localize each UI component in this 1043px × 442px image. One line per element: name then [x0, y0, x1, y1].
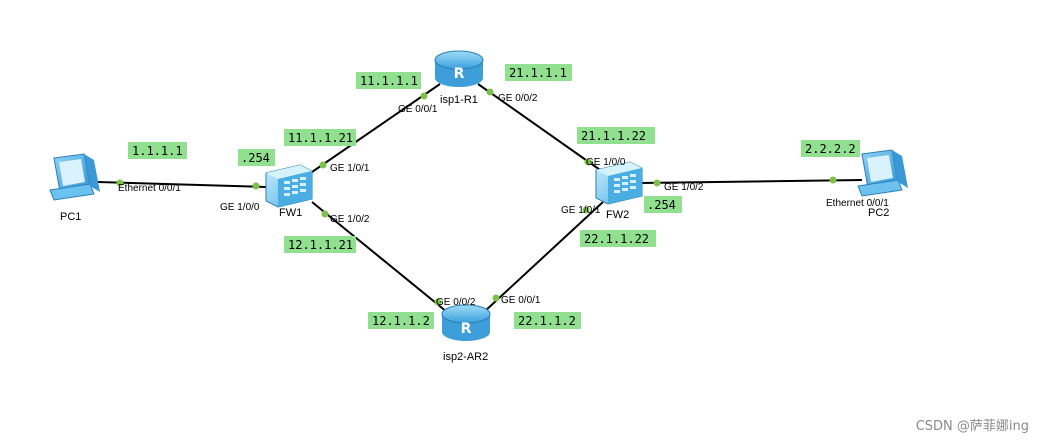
port-dot: [252, 182, 260, 190]
firewall-icon: [595, 161, 643, 205]
svg-text:R: R: [461, 321, 472, 337]
ip-label-pc1: 1.1.1.1: [132, 144, 183, 158]
ip-label-ar2-fw1: 12.1.1.2: [372, 314, 430, 328]
ip-label-fw2-isp1: 21.1.1.22: [581, 129, 646, 143]
ip-labels: 1.1.1.1 .254 11.1.1.21 11.1.1.1 21.1.1.1…: [128, 64, 860, 329]
ip-label-bg: [580, 230, 656, 247]
pc-icon: [49, 153, 100, 201]
link-fw1-isp1: [311, 83, 441, 173]
pc2-label: PC2: [868, 207, 889, 219]
port-dots: [116, 88, 837, 306]
port-label-pc2-eth: Ethernet 0/0/1: [826, 198, 889, 209]
ip-label-bg: [514, 312, 581, 329]
ip-label-r1-fw1: 11.1.1.1: [360, 74, 418, 88]
csdn-watermark: CSDN @萨菲娜ing: [915, 419, 1029, 434]
port-dot: [653, 179, 661, 187]
ip-label-fw2-isp2: 22.1.1.22: [584, 232, 649, 246]
port-label-fw2-ge100: GE 1/0/0: [586, 157, 626, 168]
fw2-label: FW2: [606, 209, 629, 221]
port-dot: [584, 158, 592, 166]
isp2-router-label: isp2-AR2: [443, 351, 488, 363]
links: [97, 83, 863, 313]
isp1-router[interactable]: R: [434, 50, 484, 87]
svg-text:R: R: [454, 66, 465, 82]
port-dot: [321, 210, 329, 218]
pc1[interactable]: [49, 153, 100, 201]
ip-label-bg: [801, 140, 860, 157]
port-labels: Ethernet 0/0/1 GE 1/0/0 GE 1/0/1 GE 1/0/…: [118, 93, 889, 308]
port-label-fw2-ge102: GE 1/0/2: [664, 182, 704, 193]
fw1-label: FW1: [279, 207, 302, 219]
pc2[interactable]: [857, 149, 908, 197]
isp2-router[interactable]: R: [441, 304, 491, 341]
ip-label-pc2: 2.2.2.2: [805, 142, 856, 156]
router-icon: R: [434, 50, 484, 87]
ip-label-bg: [128, 142, 187, 159]
ip-label-fw1-isp1: 11.1.1.21: [288, 131, 353, 145]
port-dot: [434, 298, 442, 306]
port-label-fw1-ge102: GE 1/0/2: [330, 214, 370, 225]
ip-label-bg: [644, 196, 682, 213]
port-label-fw2-ge101: GE 1/0/1: [561, 205, 601, 216]
pc1-label: PC1: [60, 211, 81, 223]
ip-label-bg: [505, 64, 572, 81]
ip-label-bg: [284, 129, 356, 146]
ip-label-fw1-isp2: 12.1.1.21: [288, 238, 353, 252]
ip-label-bg: [577, 127, 655, 144]
link-fw1-isp2: [311, 201, 448, 313]
link-isp2-fw2: [483, 201, 604, 313]
port-dot: [116, 179, 124, 187]
fw2[interactable]: [595, 161, 643, 205]
link-pc1-fw1: [97, 181, 267, 188]
ip-label-bg: [238, 149, 275, 166]
ip-label-fw1-inside: .254: [241, 151, 270, 165]
link-isp1-fw2: [477, 83, 604, 173]
port-label-ar2-ge002: GE 0/0/2: [436, 297, 476, 308]
port-label-ar2-ge001: GE 0/0/1: [501, 295, 541, 306]
port-label-r1-ge001: GE 0/0/1: [398, 104, 438, 115]
isp1-router-label: isp1-R1: [440, 94, 478, 106]
port-dot: [486, 88, 494, 96]
port-dot: [829, 176, 837, 184]
link-fw2-pc2: [639, 179, 863, 184]
ip-label-bg: [356, 72, 421, 89]
ip-label-bg: [284, 236, 356, 253]
port-label-fw1-ge101: GE 1/0/1: [330, 163, 370, 174]
ip-label-fw2-inside: .254: [647, 198, 676, 212]
ip-label-bg: [368, 312, 434, 329]
port-label-fw1-ge100: GE 1/0/0: [220, 202, 260, 213]
fw1[interactable]: [265, 164, 313, 208]
ip-label-r1-fw2: 21.1.1.1: [509, 66, 567, 80]
firewall-icon: [265, 164, 313, 208]
port-dot: [582, 206, 590, 214]
port-label-pc1-eth: Ethernet 0/0/1: [118, 183, 181, 194]
port-label-r1-ge002: GE 0/0/2: [498, 93, 538, 104]
port-dot: [420, 92, 428, 100]
ip-label-ar2-fw2: 22.1.1.2: [518, 314, 576, 328]
pc-icon: [857, 149, 908, 197]
port-dot: [492, 294, 500, 302]
port-dot: [319, 161, 327, 169]
router-icon: R: [441, 304, 491, 341]
